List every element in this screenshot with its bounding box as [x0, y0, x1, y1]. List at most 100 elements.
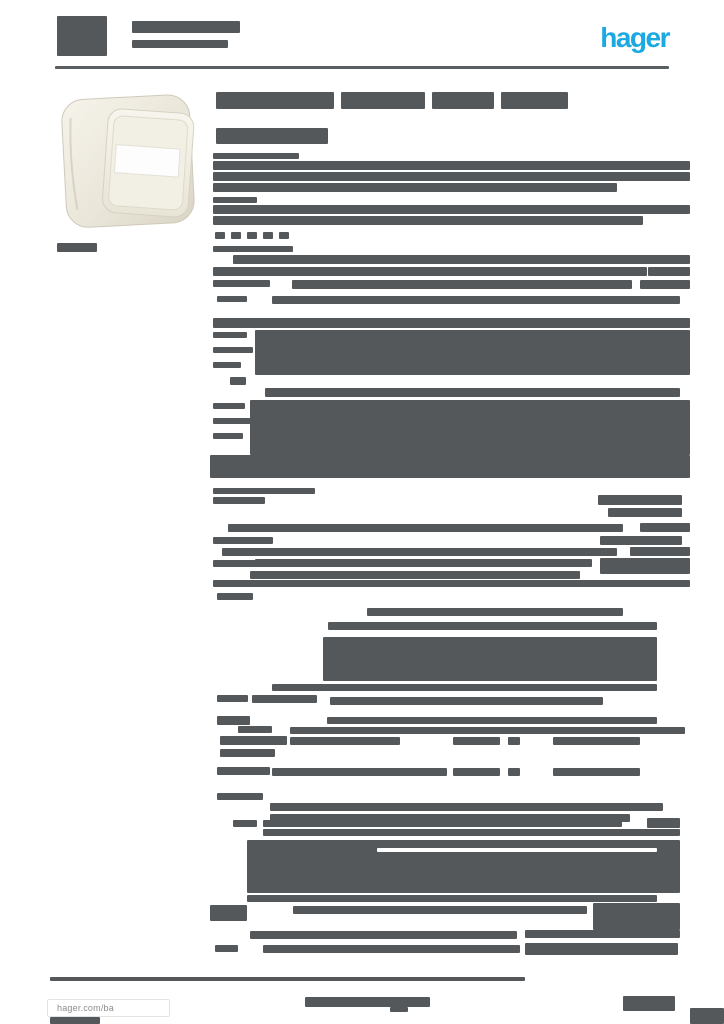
- redacted-text-bar-title: [432, 92, 494, 109]
- redacted-text-bar-specs: [293, 906, 587, 914]
- redacted-text-bar-specs: [292, 280, 632, 289]
- redacted-text-bar-header: [132, 21, 240, 33]
- redacted-text-bar-left_column: [57, 243, 97, 252]
- redacted-text-bar-specs: [213, 488, 315, 494]
- redacted-text-bar-specs: [252, 695, 317, 703]
- redacted-text-bar-specs: [250, 400, 690, 455]
- redacted-text-bar-specs: [213, 183, 617, 192]
- redacted-text-bar-specs: [230, 377, 246, 385]
- redacted-text-bar-specs: [217, 793, 263, 800]
- redacted-text-bar-specs: [231, 232, 241, 239]
- redacted-text-bar-specs: [220, 736, 287, 745]
- redacted-text-bar-specs: [217, 695, 248, 702]
- redacted-text-bar-specs: [210, 455, 690, 478]
- redacted-text-bar-specs: [508, 768, 520, 776]
- redacted-text-bar-specs: [367, 608, 623, 616]
- redacted-text-bar-specs: [233, 820, 257, 827]
- footer-site-link[interactable]: hager.com/ba: [47, 999, 170, 1017]
- redacted-text-bar-specs: [213, 161, 690, 170]
- redacted-text-bar-specs: [213, 205, 690, 214]
- redacted-text-bar-specs: [220, 749, 275, 757]
- redacted-text-bar-specs: [213, 246, 293, 252]
- redacted-text-bar-specs: [608, 508, 682, 517]
- redacted-text-bar-title: [501, 92, 568, 109]
- redacted-text-bar-specs: [263, 829, 680, 836]
- redacted-text-bar-specs: [290, 727, 685, 734]
- redacted-text-bar-specs: [328, 622, 657, 630]
- redacted-text-bar-header: [57, 16, 107, 56]
- redacted-text-bar-footer: [623, 996, 675, 1011]
- redacted-text-bar-specs: [553, 768, 640, 776]
- redacted-text-bar-specs: [213, 418, 251, 424]
- redacted-text-bar-header: [55, 66, 669, 69]
- redacted-text-bar-specs: [213, 362, 241, 368]
- redacted-text-bar-specs: [217, 767, 270, 775]
- redacted-text-bar-specs: [228, 524, 623, 532]
- redacted-text-bar-specs: [265, 388, 680, 397]
- redacted-text-bar-specs: [640, 523, 690, 532]
- redacted-text-bar-specs: [210, 905, 247, 921]
- redacted-text-bar-specs: [217, 593, 253, 600]
- redacted-text-bar-specs: [213, 267, 647, 276]
- redacted-text-bar-specs: [222, 548, 617, 556]
- redacted-text-bar-specs: [323, 637, 657, 681]
- redacted-text-bar-specs: [263, 232, 273, 239]
- product-photo-switch: [61, 94, 195, 228]
- redacted-text-bar-specs: [640, 280, 690, 289]
- redacted-text-bar-specs: [377, 848, 657, 852]
- redacted-text-bar-specs: [270, 803, 663, 811]
- redacted-text-bar-specs: [647, 818, 680, 828]
- redacted-text-bar-specs: [598, 495, 682, 505]
- redacted-text-bar-specs: [525, 930, 680, 938]
- redacted-text-bar-specs: [213, 332, 247, 338]
- hager-logo: hager: [600, 22, 670, 53]
- redacted-text-bar-header: [132, 40, 228, 48]
- redacted-text-bar-specs: [250, 571, 580, 579]
- redacted-text-bar-specs: [263, 945, 520, 953]
- redacted-text-bar-specs: [279, 232, 289, 239]
- redacted-text-bar-specs: [213, 497, 265, 504]
- redacted-text-bar-specs: [272, 768, 447, 776]
- redacted-text-bar-specs: [600, 558, 690, 574]
- redacted-text-bar-specs: [238, 726, 272, 733]
- redacted-text-bar-specs: [453, 737, 500, 745]
- redacted-text-bar-specs: [213, 172, 690, 181]
- redacted-text-bar-specs: [553, 737, 640, 745]
- redacted-text-bar-specs: [213, 560, 258, 567]
- label-window: [113, 144, 181, 178]
- redacted-text-bar-specs: [213, 580, 690, 587]
- redacted-text-bar-specs: [290, 737, 400, 745]
- redacted-text-bar-specs: [263, 820, 622, 827]
- redacted-text-bar-specs: [508, 737, 520, 745]
- redacted-text-bar-specs: [217, 716, 250, 725]
- redacted-text-bar-specs: [630, 547, 690, 556]
- redacted-text-bar-footer: [690, 1008, 724, 1024]
- redacted-text-bar-specs: [213, 347, 253, 353]
- redacted-text-bar-specs: [648, 267, 690, 276]
- redacted-text-bar-title: [341, 92, 425, 109]
- redacted-text-bar-specs: [213, 403, 245, 409]
- redacted-text-bar-specs: [217, 296, 247, 302]
- redacted-text-bar-specs: [272, 684, 657, 691]
- redacted-text-bar-specs: [593, 903, 680, 930]
- redacted-text-bar-specs: [327, 717, 657, 724]
- redacted-text-bar-specs: [600, 536, 682, 545]
- redacted-text-bar-specs: [255, 559, 592, 567]
- redacted-text-bar-specs: [213, 537, 273, 544]
- redacted-text-bar-specs: [247, 895, 657, 902]
- redacted-text-bar-specs: [453, 768, 500, 776]
- redacted-text-bar-specs: [213, 153, 299, 159]
- redacted-text-bar-specs: [213, 318, 690, 328]
- redacted-text-bar-specs: [270, 814, 630, 822]
- footer-site-text: hager.com/ba: [57, 1003, 114, 1013]
- redacted-text-bar-footer: [50, 1017, 100, 1024]
- redacted-text-bar-specs: [272, 296, 680, 304]
- redacted-text-bar-specs: [330, 697, 603, 705]
- redacted-text-bar-footer: [305, 997, 430, 1007]
- redacted-text-bar-specs: [213, 433, 243, 439]
- redacted-text-bar-specs: [247, 232, 257, 239]
- redacted-text-bar-title: [216, 92, 334, 109]
- redacted-text-bar-specs: [255, 330, 690, 375]
- redacted-text-bar-footer: [390, 1007, 408, 1012]
